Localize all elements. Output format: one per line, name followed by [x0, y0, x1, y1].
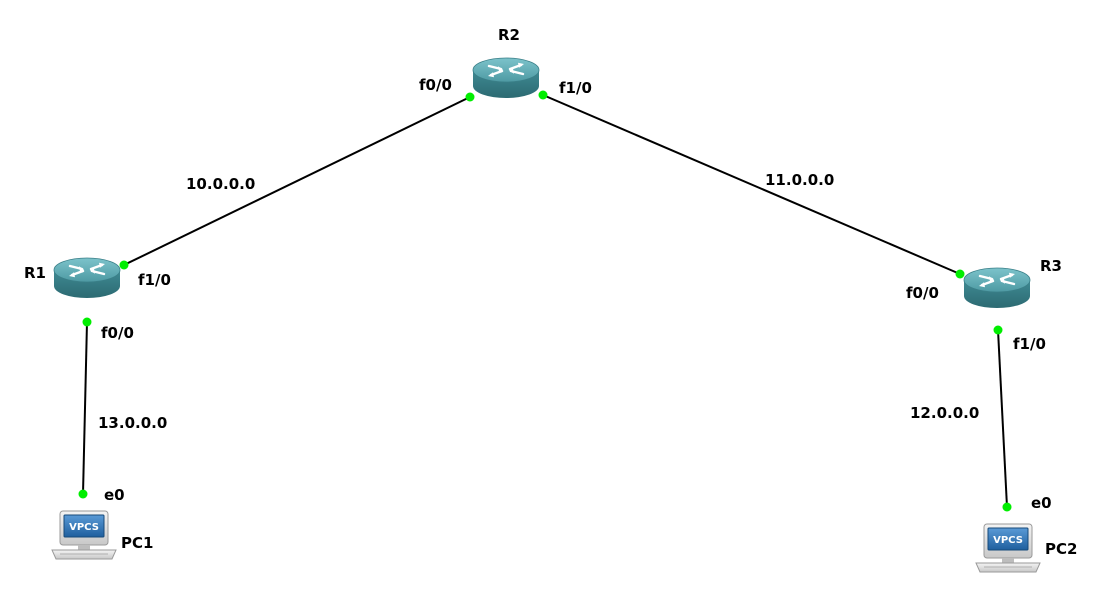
port-dot-r3-f1-0[interactable]: [993, 325, 1003, 335]
pc-pc1[interactable]: VPCS: [51, 510, 117, 560]
port-label-r2-f0-0: f0/0: [419, 76, 452, 94]
pc-pc2[interactable]: VPCS: [975, 523, 1041, 573]
vpcs-screen-text: VPCS: [69, 522, 99, 533]
port-label-pc2-e0: e0: [1031, 494, 1052, 512]
port-dot-r3-f0-0[interactable]: [955, 269, 965, 279]
router-icon: [962, 266, 1032, 310]
router-icon: [52, 256, 122, 300]
router-r1[interactable]: [52, 256, 122, 300]
router-icon: [471, 56, 541, 100]
vpcs-icon: [51, 510, 117, 560]
link-r3-pc2[interactable]: [997, 329, 1008, 508]
port-label-r3-f0-0: f0/0: [906, 284, 939, 302]
network-label-12: 12.0.0.0: [910, 404, 979, 422]
node-label-r1: R1: [24, 264, 46, 282]
port-label-pc1-e0: e0: [104, 486, 125, 504]
port-label-r1-f0-0: f0/0: [101, 324, 134, 342]
link-r1-r2[interactable]: [123, 96, 471, 266]
node-label-r2: R2: [498, 26, 520, 44]
port-dot-pc1-e0[interactable]: [78, 489, 88, 499]
router-r3[interactable]: [962, 266, 1032, 310]
vpcs-icon: [975, 523, 1041, 573]
port-dot-r1-f0-0[interactable]: [82, 317, 92, 327]
node-label-pc1: PC1: [121, 534, 153, 552]
link-r2-r3[interactable]: [542, 94, 961, 275]
node-label-r3: R3: [1040, 257, 1062, 275]
port-dot-r2-f1-0[interactable]: [538, 90, 548, 100]
network-label-10: 10.0.0.0: [186, 175, 255, 193]
port-label-r1-f1-0: f1/0: [138, 271, 171, 289]
vpcs-screen-text: VPCS: [993, 535, 1023, 546]
network-label-11: 11.0.0.0: [765, 171, 834, 189]
port-dot-r1-f1-0[interactable]: [119, 260, 129, 270]
network-label-13: 13.0.0.0: [98, 414, 167, 432]
port-label-r2-f1-0: f1/0: [559, 79, 592, 97]
link-r1-pc1[interactable]: [82, 321, 88, 495]
port-label-r3-f1-0: f1/0: [1013, 335, 1046, 353]
node-label-pc2: PC2: [1045, 540, 1077, 558]
port-dot-pc2-e0[interactable]: [1002, 502, 1012, 512]
router-r2[interactable]: [471, 56, 541, 100]
port-dot-r2-f0-0[interactable]: [465, 92, 475, 102]
